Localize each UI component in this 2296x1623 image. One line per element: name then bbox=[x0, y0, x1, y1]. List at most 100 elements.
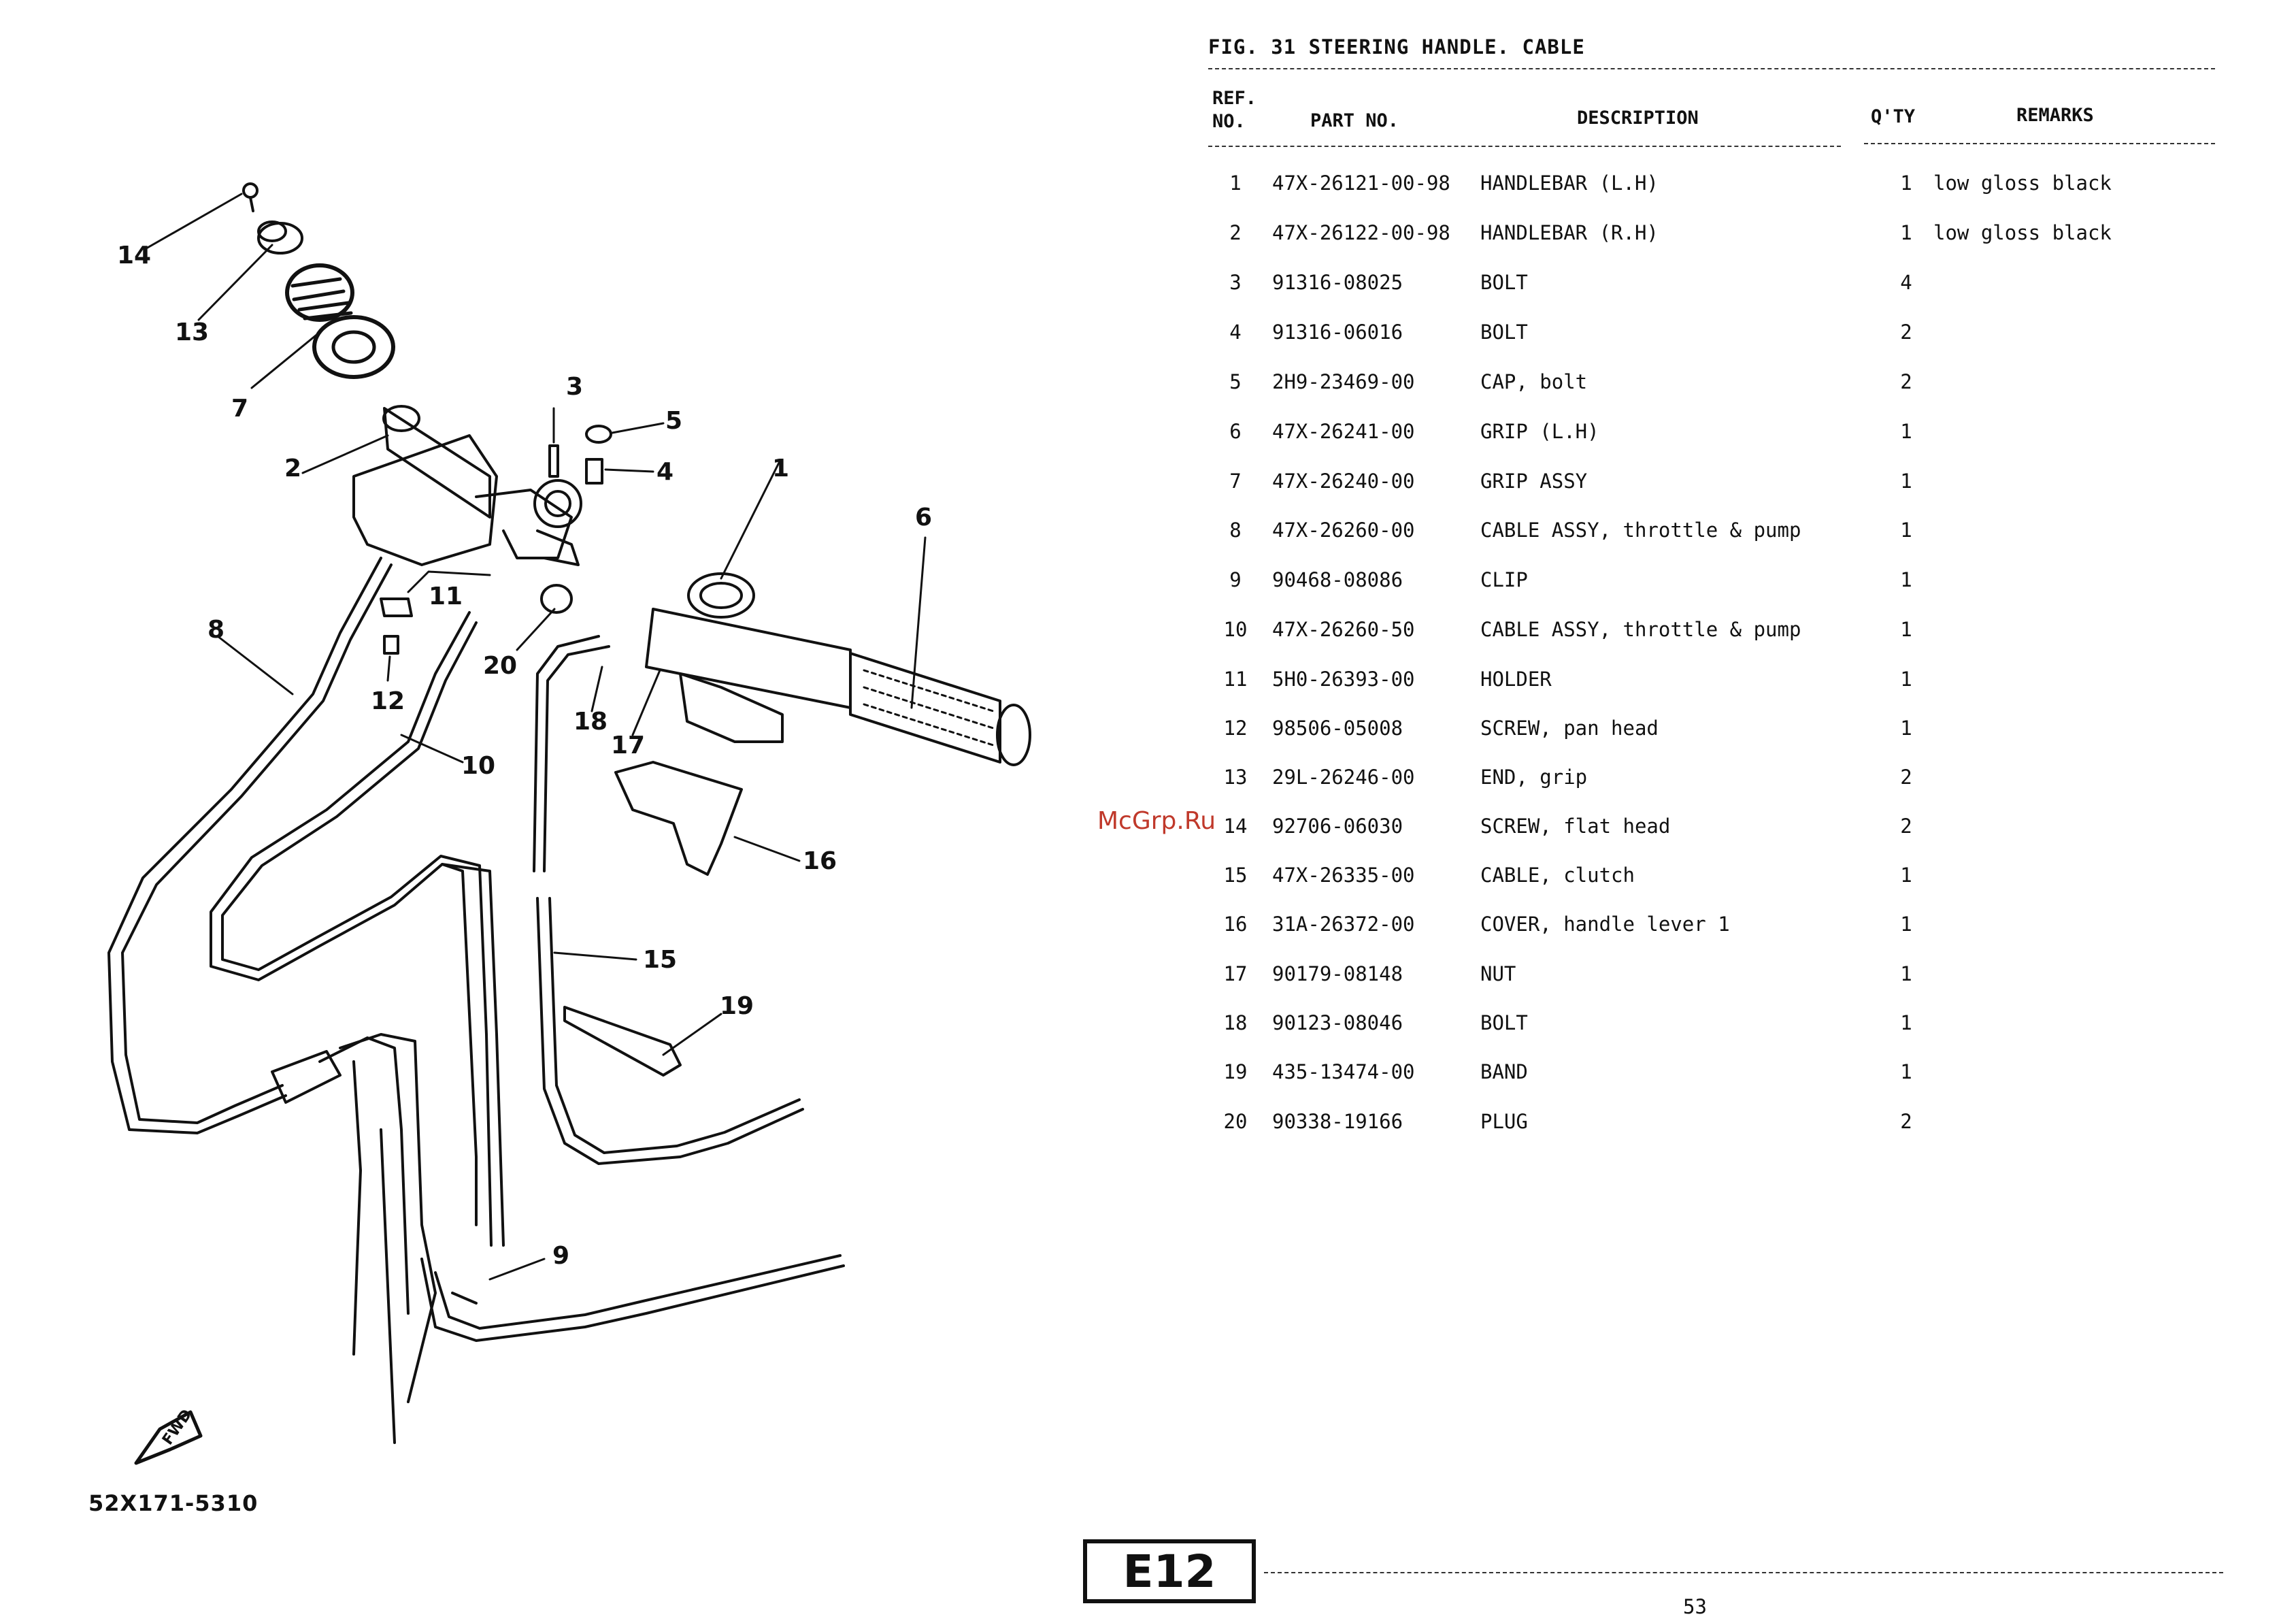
quantity: 1 bbox=[1900, 1060, 1912, 1083]
callout-18: 18 bbox=[573, 708, 608, 736]
part-no: 91316-06016 bbox=[1272, 321, 1403, 344]
ref-no: 10 bbox=[1223, 618, 1248, 641]
part-no: 47X-26260-50 bbox=[1272, 618, 1415, 641]
description: SCREW, pan head bbox=[1480, 717, 1659, 740]
ref-no: 1 bbox=[1229, 171, 1242, 195]
description: PLUG bbox=[1480, 1110, 1528, 1133]
ref-no: 15 bbox=[1223, 864, 1248, 887]
description: END, grip bbox=[1480, 766, 1588, 789]
header-ref-no: REF. NO. bbox=[1212, 88, 1257, 132]
ref-no: 11 bbox=[1223, 668, 1248, 691]
quantity: 1 bbox=[1900, 171, 1912, 195]
table-row: 16 31A-26372-00 COVER, handle lever 1 1 bbox=[0, 913, 2296, 953]
description: BAND bbox=[1480, 1060, 1528, 1083]
grip-end-screw bbox=[242, 182, 259, 212]
table-row: 20 90338-19166 PLUG 2 bbox=[0, 1110, 2296, 1151]
part-no: 90179-08148 bbox=[1272, 962, 1403, 985]
part-no: 5H0-26393-00 bbox=[1272, 668, 1415, 691]
description: HANDLEBAR (R.H) bbox=[1480, 221, 1659, 244]
description: HANDLEBAR (L.H) bbox=[1480, 171, 1659, 195]
ref-no: 19 bbox=[1223, 1060, 1248, 1083]
holder-11 bbox=[380, 597, 413, 617]
header-rule-left bbox=[1208, 146, 1841, 147]
header-description: DESCRIPTION bbox=[1577, 108, 1699, 129]
table-row: 10 47X-26260-50 CABLE ASSY, throttle & p… bbox=[0, 618, 2296, 659]
right-handlebar-assembly bbox=[645, 572, 1031, 766]
section-box: E12 bbox=[1083, 1539, 1256, 1603]
lever-cover-16 bbox=[614, 761, 743, 876]
header-rule-right bbox=[1864, 143, 2215, 144]
remarks: low gloss black bbox=[1933, 221, 2112, 244]
callout-1: 1 bbox=[772, 455, 790, 482]
screw-12 bbox=[383, 635, 399, 655]
part-no: 2H9-23469-00 bbox=[1272, 370, 1415, 393]
table-row: 5 2H9-23469-00 CAP, bolt 2 bbox=[0, 370, 2296, 411]
table-row: 18 90123-08046 BOLT 1 bbox=[0, 1011, 2296, 1052]
throttle-cable-8 bbox=[107, 557, 393, 1134]
ref-no: 8 bbox=[1229, 519, 1242, 542]
description: GRIP ASSY bbox=[1480, 470, 1588, 493]
bolt-4 bbox=[585, 458, 654, 485]
ref-no: 9 bbox=[1229, 568, 1242, 591]
ref-no: 2 bbox=[1229, 221, 1242, 244]
callout-4: 4 bbox=[656, 458, 674, 486]
table-row: 2 47X-26122-00-98 HANDLEBAR (R.H) 1 low … bbox=[0, 221, 2296, 262]
throttle-cable-10 bbox=[210, 611, 505, 1247]
cap-5 bbox=[585, 422, 665, 444]
quantity: 2 bbox=[1900, 1110, 1912, 1133]
bolt-3 bbox=[548, 407, 559, 478]
table-row: 19 435-13474-00 BAND 1 bbox=[0, 1060, 2296, 1101]
part-no: 435-13474-00 bbox=[1272, 1060, 1415, 1083]
callout-7: 7 bbox=[231, 395, 249, 423]
callout-13: 13 bbox=[175, 318, 210, 346]
callout-9: 9 bbox=[552, 1242, 570, 1270]
description: HOLDER bbox=[1480, 668, 1552, 691]
plug-20 bbox=[540, 584, 573, 614]
table-row: 1 47X-26121-00-98 HANDLEBAR (L.H) 1 low … bbox=[0, 171, 2296, 212]
callout-20: 20 bbox=[483, 652, 518, 680]
callout-10: 10 bbox=[461, 752, 496, 780]
exploded-parts-diagram: 14 13 7 2 3 5 4 1 6 11 8 20 12 18 17 10 … bbox=[88, 182, 1031, 1516]
part-no: 47X-26241-00 bbox=[1272, 420, 1415, 443]
part-no: 29L-26246-00 bbox=[1272, 766, 1415, 789]
quantity: 2 bbox=[1900, 766, 1912, 789]
part-no: 90468-08086 bbox=[1272, 568, 1403, 591]
ref-no: 6 bbox=[1229, 420, 1242, 443]
quantity: 1 bbox=[1900, 568, 1912, 591]
quantity: 1 bbox=[1900, 962, 1912, 985]
figure-title: FIG. 31 STEERING HANDLE. CABLE bbox=[1208, 35, 1585, 59]
diagram-code: 52X171-5310 bbox=[88, 1490, 259, 1516]
ref-no: 14 bbox=[1223, 815, 1248, 838]
part-no: 90123-08046 bbox=[1272, 1011, 1403, 1034]
watermark: McGrp.Ru bbox=[1097, 807, 1216, 835]
description: CLIP bbox=[1480, 568, 1528, 591]
callout-6: 6 bbox=[915, 504, 933, 531]
callout-15: 15 bbox=[643, 946, 678, 974]
table-row: 15 47X-26335-00 CABLE, clutch 1 bbox=[0, 864, 2296, 904]
part-no: 47X-26335-00 bbox=[1272, 864, 1415, 887]
ref-no: 7 bbox=[1229, 470, 1242, 493]
description: CABLE, clutch bbox=[1480, 864, 1635, 887]
quantity: 2 bbox=[1900, 815, 1912, 838]
band-19 bbox=[563, 1006, 682, 1077]
table-row: 13 29L-26246-00 END, grip 2 bbox=[0, 766, 2296, 806]
ref-no: 18 bbox=[1223, 1011, 1248, 1034]
table-row: 7 47X-26240-00 GRIP ASSY 1 bbox=[0, 470, 2296, 510]
quantity: 1 bbox=[1900, 420, 1912, 443]
quantity: 4 bbox=[1900, 271, 1912, 294]
ref-no: 12 bbox=[1223, 717, 1248, 740]
table-row: 14 92706-06030 SCREW, flat head 2 bbox=[0, 815, 2296, 855]
title-rule bbox=[1208, 68, 2215, 69]
ref-no: 13 bbox=[1223, 766, 1248, 789]
quantity: 2 bbox=[1900, 321, 1912, 344]
header-qty: Q'TY bbox=[1871, 106, 1916, 127]
quantity: 1 bbox=[1900, 913, 1912, 936]
description: COVER, handle lever 1 bbox=[1480, 913, 1730, 936]
part-no: 31A-26372-00 bbox=[1272, 913, 1415, 936]
description: GRIP (L.H) bbox=[1480, 420, 1599, 443]
grip-end-cap bbox=[257, 220, 303, 255]
cable-junction bbox=[271, 1033, 437, 1444]
part-no: 90338-19166 bbox=[1272, 1110, 1403, 1133]
callout-12: 12 bbox=[371, 687, 405, 715]
quantity: 1 bbox=[1900, 470, 1912, 493]
